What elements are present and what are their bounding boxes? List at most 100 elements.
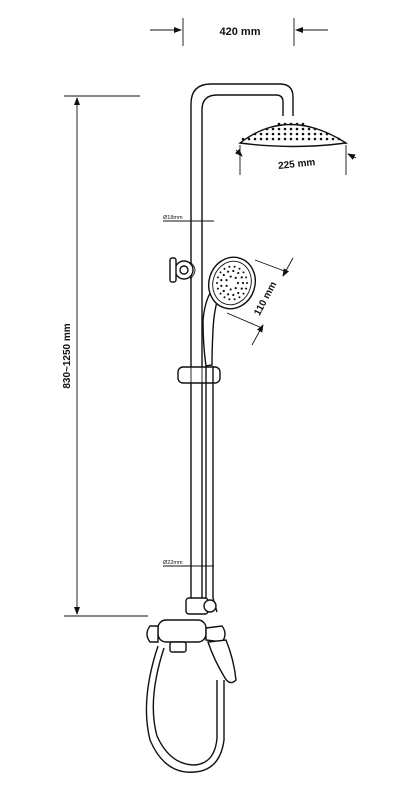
slide-bracket xyxy=(177,366,221,384)
hand-shower-holder xyxy=(169,257,196,283)
nozzle-dot xyxy=(241,137,245,141)
nozzle-dot xyxy=(307,137,311,141)
hand-nozzle-dot xyxy=(216,282,218,284)
shower-hose xyxy=(145,366,225,773)
nozzle-dot xyxy=(271,127,275,131)
nozzle-dot xyxy=(301,122,305,126)
hand-shower-label: 110 mm xyxy=(252,280,279,318)
hand-nozzle-dot xyxy=(238,267,241,270)
hand-nozzle-dot xyxy=(228,265,231,268)
nozzle-dot xyxy=(265,127,269,131)
diverter xyxy=(185,597,217,615)
nozzle-dot xyxy=(289,132,293,136)
nozzle-dot xyxy=(331,137,335,141)
hand-nozzle-dot xyxy=(237,291,240,295)
nozzle-dot xyxy=(259,137,263,141)
nozzle-dot xyxy=(289,137,293,141)
hand-nozzle-dot xyxy=(242,271,245,274)
nozzle-dot xyxy=(265,137,269,141)
hand-nozzle-dot xyxy=(246,282,248,284)
hand-nozzle-dot xyxy=(219,292,222,295)
nozzle-dot xyxy=(325,137,329,141)
hand-nozzle-dot xyxy=(220,279,223,282)
nozzle-dot xyxy=(301,132,305,136)
hand-nozzle-dot xyxy=(216,287,219,290)
hand-nozzle-dot xyxy=(220,284,223,287)
nozzle-dot xyxy=(277,132,281,136)
nozzle-dot xyxy=(271,137,275,141)
nozzle-dot xyxy=(277,127,281,131)
riser-pipe xyxy=(190,83,294,600)
hand-nozzle-dot xyxy=(229,288,232,291)
nozzle-dot xyxy=(307,132,311,136)
mixer-valve xyxy=(146,619,237,684)
hand-nozzle-dot xyxy=(245,276,248,279)
hand-nozzle-dot xyxy=(225,284,228,287)
nozzle-dot xyxy=(301,137,305,141)
hand-nozzle-dot xyxy=(223,267,226,270)
upper-pipe-note: Ø18mm xyxy=(163,215,214,222)
nozzle-dot xyxy=(313,127,317,131)
hand-nozzle-dot xyxy=(240,287,243,290)
hand-nozzle-dot xyxy=(216,276,219,279)
hand-nozzle-dot xyxy=(245,287,248,290)
hand-nozzle-dot xyxy=(226,293,230,296)
nozzle-dot xyxy=(277,137,281,141)
nozzle-dot xyxy=(301,127,305,131)
nozzle-dot xyxy=(289,127,293,131)
hand-nozzle-dot xyxy=(232,269,235,273)
hand-nozzle-dot xyxy=(234,287,237,290)
width-dimension: 420 mm xyxy=(150,18,328,46)
height-label: 830~1250 mm xyxy=(62,323,73,388)
hand-nozzle-dot xyxy=(223,296,226,299)
hand-nozzle-dot xyxy=(222,273,225,277)
nozzle-dot xyxy=(313,132,317,136)
rain-shower-head: 225 mm xyxy=(234,122,357,175)
head-diameter-label: 225 mm xyxy=(278,157,316,172)
hand-nozzle-dot xyxy=(219,271,222,274)
nozzle-dot xyxy=(295,122,299,126)
hand-nozzle-dot xyxy=(233,265,236,268)
nozzle-dot xyxy=(295,127,299,131)
hand-shower: 110 mm xyxy=(202,256,294,367)
hand-nozzle-dot xyxy=(232,293,235,297)
head-nozzles xyxy=(241,122,341,141)
nozzle-dot xyxy=(247,137,251,141)
nozzle-dot xyxy=(313,137,317,141)
width-label: 420 mm xyxy=(220,26,261,38)
hand-nozzle-dot xyxy=(228,298,231,301)
hand-nozzle-dot xyxy=(226,270,230,273)
hand-nozzle-dot xyxy=(241,281,245,285)
hand-nozzle-dot xyxy=(222,289,225,293)
nozzle-dot xyxy=(265,132,269,136)
hand-nozzle-dot xyxy=(238,296,241,299)
hand-nozzle-dot xyxy=(236,281,240,285)
nozzle-dot xyxy=(283,127,287,131)
nozzle-dot xyxy=(271,132,275,136)
nozzle-dot xyxy=(289,122,293,126)
hand-nozzles xyxy=(216,265,248,301)
upper-pipe-label: Ø18mm xyxy=(163,215,183,221)
nozzle-dot xyxy=(253,132,257,136)
hand-nozzle-dot xyxy=(240,276,243,279)
height-dimension: 830~1250 mm xyxy=(62,95,148,617)
hand-nozzle-dot xyxy=(225,279,228,282)
nozzle-dot xyxy=(319,132,323,136)
hand-nozzle-dot xyxy=(233,298,236,301)
nozzle-dot xyxy=(319,137,323,141)
nozzle-dot xyxy=(295,132,299,136)
nozzle-dot xyxy=(253,137,257,141)
nozzle-dot xyxy=(307,127,311,131)
hand-nozzle-dot xyxy=(242,292,245,295)
hand-nozzle-dot xyxy=(237,271,240,275)
lower-pipe-note: Ø22mm xyxy=(163,560,214,567)
nozzle-dot xyxy=(283,122,287,126)
nozzle-dot xyxy=(277,122,281,126)
hand-nozzle-dot xyxy=(229,275,232,278)
hand-nozzle-dot xyxy=(234,276,237,279)
nozzle-dot xyxy=(295,137,299,141)
nozzle-dot xyxy=(325,132,329,136)
nozzle-dot xyxy=(283,132,287,136)
nozzle-dot xyxy=(337,137,341,141)
